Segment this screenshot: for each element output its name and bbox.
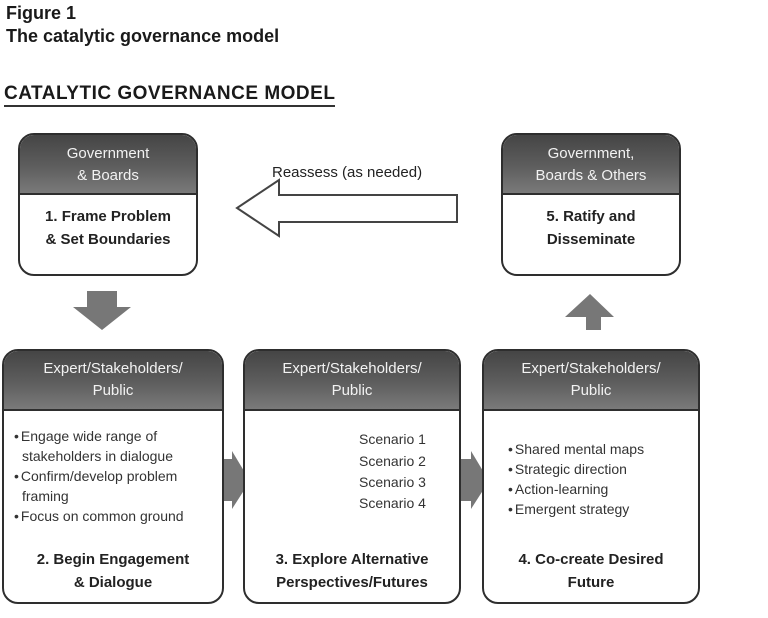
header-line: Expert/Stakeholders/ [43,360,183,377]
right-arrow-explore-cocreate [455,451,489,509]
bullet-item: Confirm/develop problem framing [12,466,222,506]
bullet-item: Focus on common ground [12,506,222,526]
header-line: Expert/Stakeholders/ [282,360,422,377]
step-title: 3. Explore Alternative Perspectives/Futu… [245,548,459,594]
engagement-box: Expert/Stakeholders/ Public Engage wide … [2,349,224,604]
explore-box: Expert/Stakeholders/ Public 3. Explore A… [243,349,461,604]
header-line: Boards & Others [535,167,647,184]
reassess-label: Reassess (as needed) [272,164,423,181]
model-title: CATALYTIC GOVERNANCE MODEL [4,84,336,107]
figure-label: Figure 1 [6,3,77,23]
frame-problem-box: Government & Boards 1. Frame Problem & S… [18,133,198,276]
box-header: Government, Boards & Others [503,135,679,195]
header-line: & Boards [77,167,139,184]
step-line: Perspectives/Futures [276,574,428,591]
step-title: 4. Co-create Desired Future [484,548,698,594]
header-line: Public [92,382,134,399]
header-line: Government [66,145,150,162]
right-arrow-engage-explore [216,451,250,509]
ratify-box: Government, Boards & Others 5. Ratify an… [501,133,681,276]
box-header: Government & Boards [20,135,196,195]
scenario-label: Scenario 4 [359,495,426,511]
header-line: Government, [547,145,635,162]
step-title: 1. Frame Problem & Set Boundaries [20,205,196,251]
engagement-bullets: Engage wide range of stakeholders in dia… [12,426,222,526]
step-line: 2. Begin Engagement [36,551,190,568]
scenario-label: Scenario 2 [359,453,426,469]
reassess-arrow [235,178,458,238]
step-line: & Dialogue [73,574,153,591]
bullet-item: Action-learning [506,479,696,499]
step-title: 5. Ratify and Disseminate [503,205,679,251]
bullet-item: Engage wide range of stakeholders in dia… [12,426,222,466]
step-title: 2. Begin Engagement & Dialogue [4,548,222,594]
step-line: 1. Frame Problem [45,208,171,225]
box-header: Expert/Stakeholders/ Public [484,351,698,411]
bullet-item: Strategic direction [506,459,696,479]
step-line: 5. Ratify and [546,208,636,225]
header-line: Public [570,382,612,399]
bullet-item: Shared mental maps [506,439,696,459]
up-arrow [565,294,614,330]
step-line: Future [567,574,615,591]
header-line: Public [331,382,373,399]
cocreate-box: Expert/Stakeholders/ Public Shared menta… [482,349,700,604]
step-line: Disseminate [546,231,636,248]
box-header: Expert/Stakeholders/ Public [245,351,459,411]
scenario-label: Scenario 3 [359,474,426,490]
step-line: 3. Explore Alternative [275,551,429,568]
step-line: 4. Co-create Desired [518,551,664,568]
cocreate-bullets: Shared mental maps Strategic direction A… [506,439,696,519]
header-line: Expert/Stakeholders/ [521,360,661,377]
down-arrow [73,291,131,330]
figure-caption: The catalytic governance model [6,26,280,46]
scenario-label: Scenario 1 [359,431,426,447]
bullet-item: Emergent strategy [506,499,696,519]
box-header: Expert/Stakeholders/ Public [4,351,222,411]
step-line: & Set Boundaries [45,231,171,248]
